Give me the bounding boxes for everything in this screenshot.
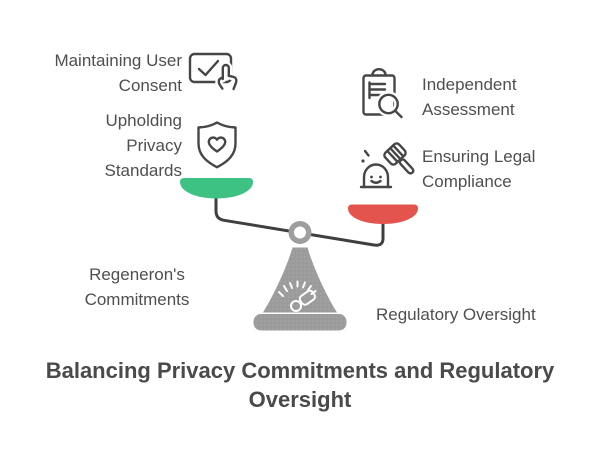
- label-maintaining-user-consent: Maintaining User Consent: [54, 51, 182, 95]
- label-upholding-privacy-standards: Upholding Privacy Standards: [104, 111, 183, 180]
- consent-check-tap-icon: [188, 52, 240, 93]
- magnifier: [375, 91, 403, 119]
- scale-base-cone: [263, 247, 337, 313]
- struck-dome-face: [359, 163, 393, 189]
- tap-hand: [215, 61, 240, 93]
- right-scale-pan: [348, 204, 418, 224]
- scale-base-foot: [253, 314, 347, 331]
- motion-dot: [361, 159, 365, 163]
- base-gavel-burst-doodle: [278, 280, 317, 312]
- label-regulatory-oversight: Regulatory Oversight: [376, 305, 536, 324]
- page-title: Balancing Privacy Commitments and Regula…: [45, 358, 555, 412]
- label-regenerons-commitments: Regeneron's Commitments: [84, 265, 190, 309]
- label-independent-assessment: Independent Assessment: [422, 75, 517, 119]
- motion-dash: [363, 149, 370, 157]
- gavel-compliance-icon: [359, 142, 415, 189]
- shield-heart-icon: [197, 121, 237, 169]
- gavel: [383, 142, 415, 175]
- scale-pivot: [288, 221, 312, 244]
- clipboard-magnifier-icon: [362, 68, 403, 119]
- label-ensuring-legal-compliance: Ensuring Legal Compliance: [422, 147, 536, 191]
- left-scale-pan: [180, 178, 253, 199]
